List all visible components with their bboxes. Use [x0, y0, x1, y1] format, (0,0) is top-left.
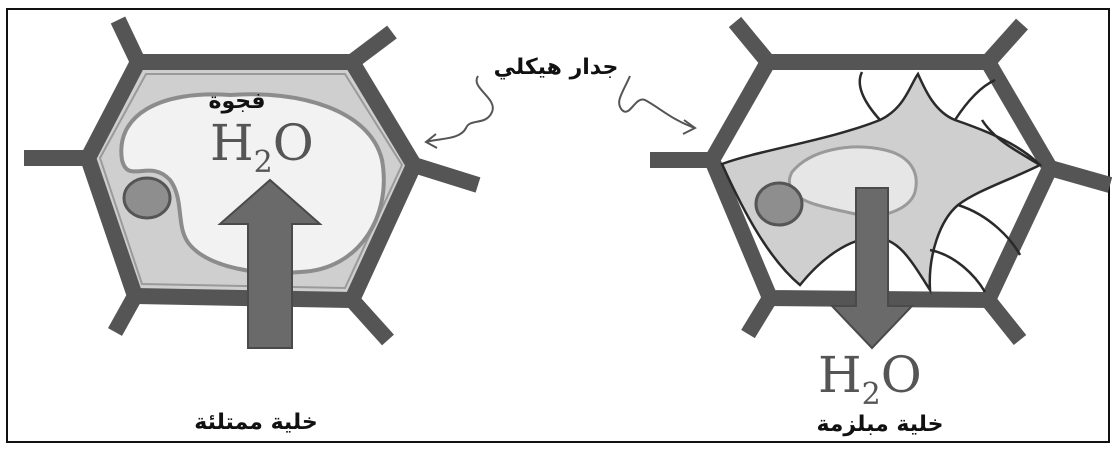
turgid-cell: H2O فجوة خلية ممتلئة: [24, 20, 478, 435]
plasmolyzed-cell-label: خلية مبلزمة: [816, 412, 943, 437]
leader-line-right-arrowhead: [683, 120, 695, 134]
leader-line-left: [426, 76, 493, 142]
cell-wall-label: جدار هيكلي: [494, 55, 619, 80]
vacuole-label: فجوة: [208, 89, 265, 114]
plasmolyzed-cell: H2O خلية مبلزمة: [650, 22, 1110, 437]
turgid-cell-nucleus: [124, 178, 170, 218]
plasmolyzed-cell-nucleus: [756, 183, 802, 225]
leader-line-right: [619, 76, 695, 128]
water-formula-right: H2O: [818, 346, 922, 412]
turgid-cell-label: خلية ممتلئة: [194, 410, 317, 435]
